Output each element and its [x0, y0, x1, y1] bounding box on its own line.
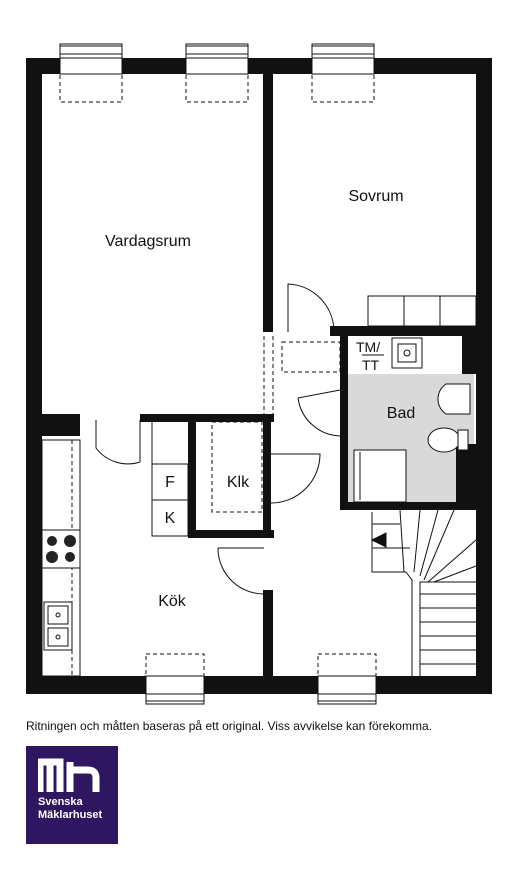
- company-logo: Svenska Mäklarhuset: [26, 746, 118, 844]
- fridge-freezer: [151, 422, 189, 537]
- washer-icon: [391, 337, 423, 369]
- room-label-bad: Bad: [387, 405, 415, 422]
- logo-line-2: Mäklarhuset: [38, 809, 103, 821]
- room-label-sovrum: Sovrum: [348, 188, 403, 205]
- wardrobes: [367, 295, 477, 327]
- label-fridge: K: [165, 510, 176, 527]
- window-sills: [59, 73, 377, 677]
- closet-shelf: [211, 421, 263, 513]
- room-label-klk: Klk: [227, 474, 250, 491]
- stove-icon: [41, 529, 81, 569]
- label-freezer: F: [165, 474, 175, 491]
- label-tm: TM/: [356, 339, 380, 355]
- kitchen-sink-icon: [43, 601, 73, 651]
- logo-mark-icon: [38, 758, 100, 792]
- room-label-vardagsrum: Vardagsrum: [105, 233, 191, 250]
- disclaimer-text: Ritningen och måtten baseras på ett orig…: [26, 719, 432, 733]
- label-tt: TT: [362, 357, 380, 373]
- toilet-icon: [427, 427, 461, 453]
- room-label-kok: Kök: [158, 593, 187, 610]
- hall-shelf: [281, 341, 341, 373]
- interior-walls: [26, 58, 492, 680]
- windows: [59, 43, 377, 705]
- logo-line-1: Svenska: [38, 796, 83, 808]
- washbasin-icon: [437, 383, 471, 415]
- doors: [95, 283, 341, 595]
- logo-text: Svenska Mäklarhuset: [38, 796, 102, 822]
- shower-icon: [353, 449, 407, 503]
- staircase: [370, 509, 477, 676]
- bathroom-fixtures: [353, 383, 471, 503]
- floor-plan: Vardagsrum Sovrum Kök Klk Bad TM/ TT F K: [26, 43, 492, 705]
